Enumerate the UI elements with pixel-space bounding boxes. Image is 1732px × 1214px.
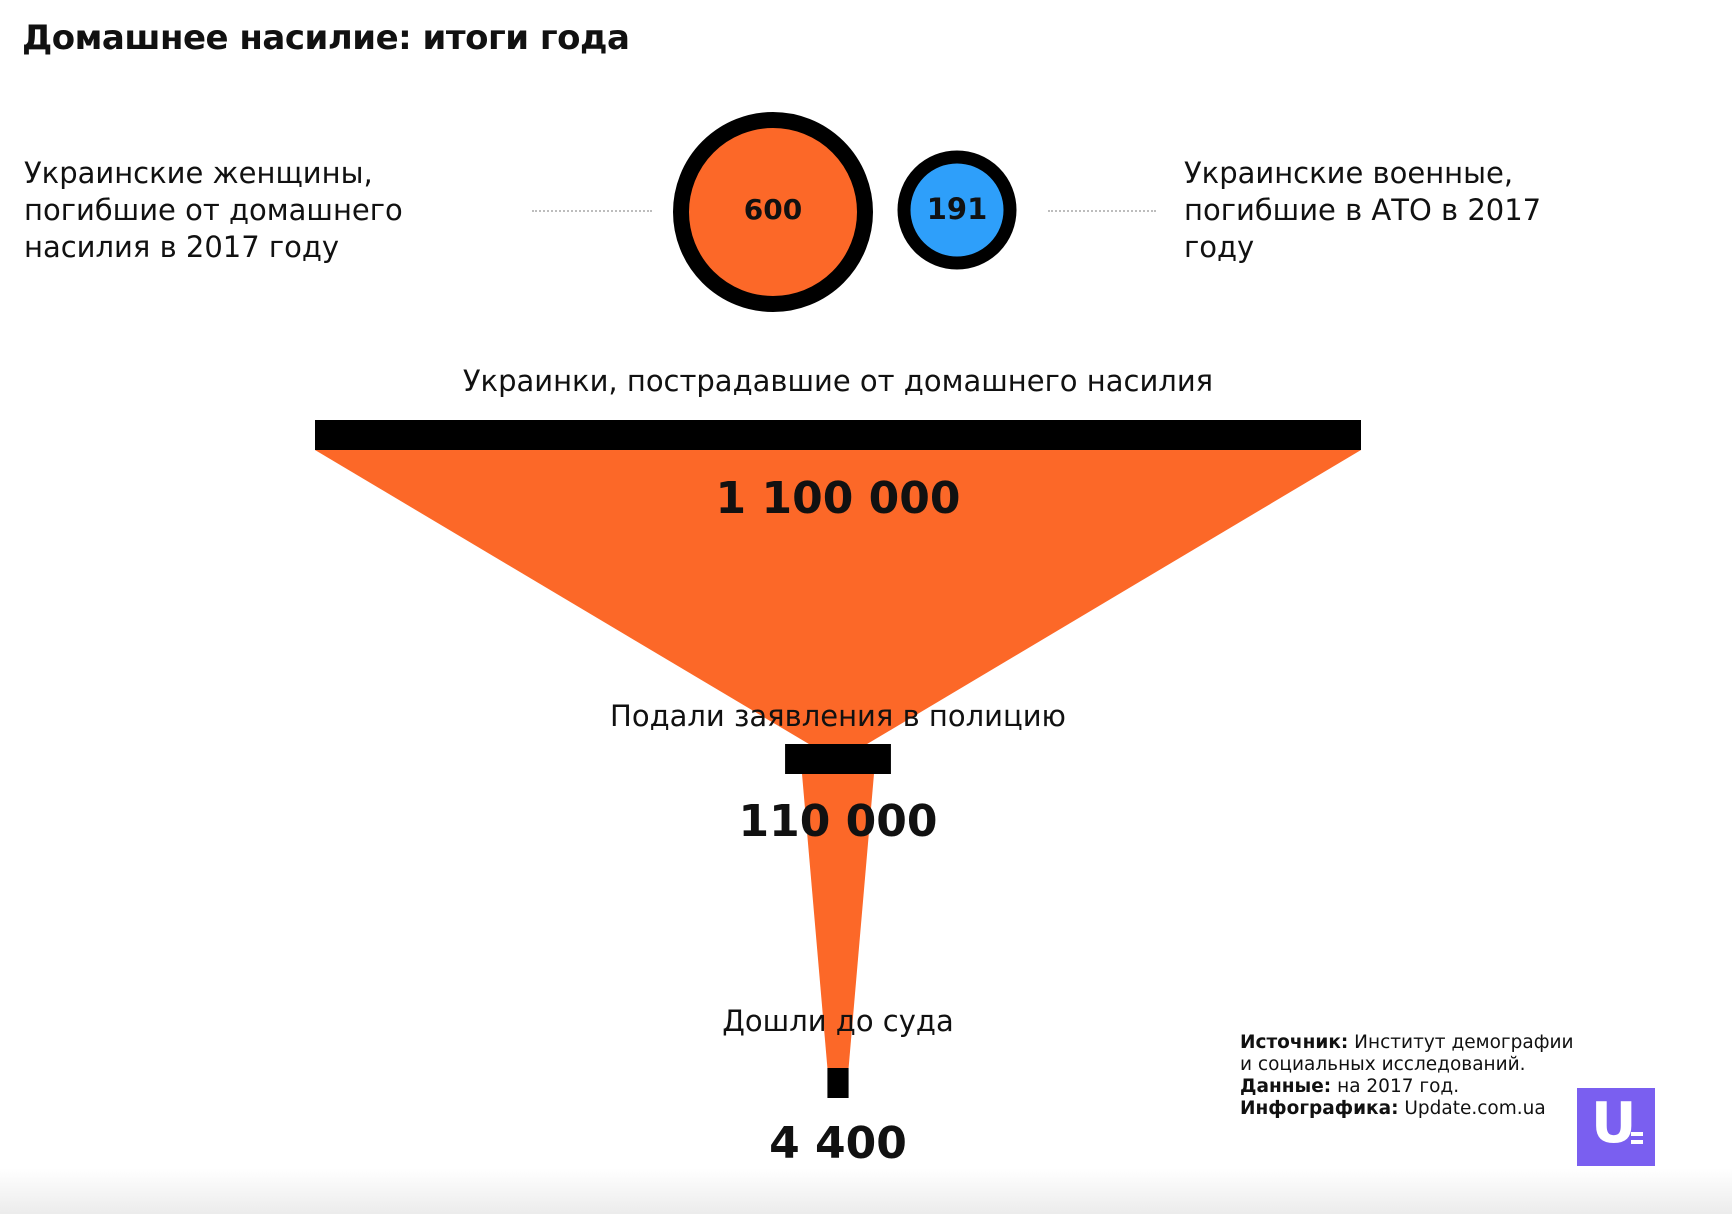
military-deaths-circle	[897, 150, 1017, 270]
funnel-segment-police	[802, 774, 874, 1068]
stage-victims-label: Украинки, пострадавшие от домашнего наси…	[462, 364, 1214, 398]
infographic-line: Инфографика: Update.com.ua	[1240, 1098, 1580, 1120]
source-value: Институт демографии и социальных исследо…	[1240, 1032, 1574, 1075]
right-leader-line	[1048, 210, 1156, 212]
funnel-bar-court	[827, 1068, 849, 1098]
stage-court-value: 4 400	[769, 1118, 907, 1169]
infographic-key: Инфографика:	[1240, 1098, 1399, 1119]
funnel-segment-victims	[315, 450, 1361, 744]
source-key: Источник:	[1240, 1032, 1349, 1053]
data-value: на 2017 год.	[1337, 1076, 1460, 1097]
military-deaths-value: 191	[926, 192, 988, 226]
funnel-bar-victims	[315, 420, 1361, 450]
left-leader-line	[532, 210, 652, 212]
stage-police-label: Подали заявления в полицию	[610, 699, 1066, 733]
page-title: Домашнее насилие: итоги года	[22, 18, 630, 58]
stage-victims-value: 1 100 000	[715, 473, 961, 524]
footer-credits: Источник: Институт демографии и социальн…	[1240, 1032, 1580, 1120]
women-deaths-circle	[673, 112, 873, 312]
data-line: Данные: на 2017 год.	[1240, 1076, 1580, 1098]
bottom-shade	[0, 1168, 1732, 1214]
military-deaths-label: Украинские военные, погибшие в АТО в 201…	[1184, 156, 1542, 264]
data-key: Данные:	[1240, 1076, 1332, 1097]
logo-letter: U	[1591, 1091, 1637, 1156]
infographic-value: Update.com.ua	[1404, 1098, 1546, 1119]
women-deaths-label: Украинские женщины, погибшие от домашнег…	[24, 156, 403, 264]
logo-equals-mark	[1631, 1132, 1643, 1136]
stage-police-value: 110 000	[738, 796, 938, 847]
women-deaths-value: 600	[743, 193, 803, 226]
source-line: Источник: Институт демографии и социальн…	[1240, 1032, 1580, 1076]
stage-court-label: Дошли до суда	[722, 1004, 954, 1038]
funnel-bar-police	[785, 744, 891, 774]
update-logo-icon: U	[1577, 1088, 1655, 1166]
